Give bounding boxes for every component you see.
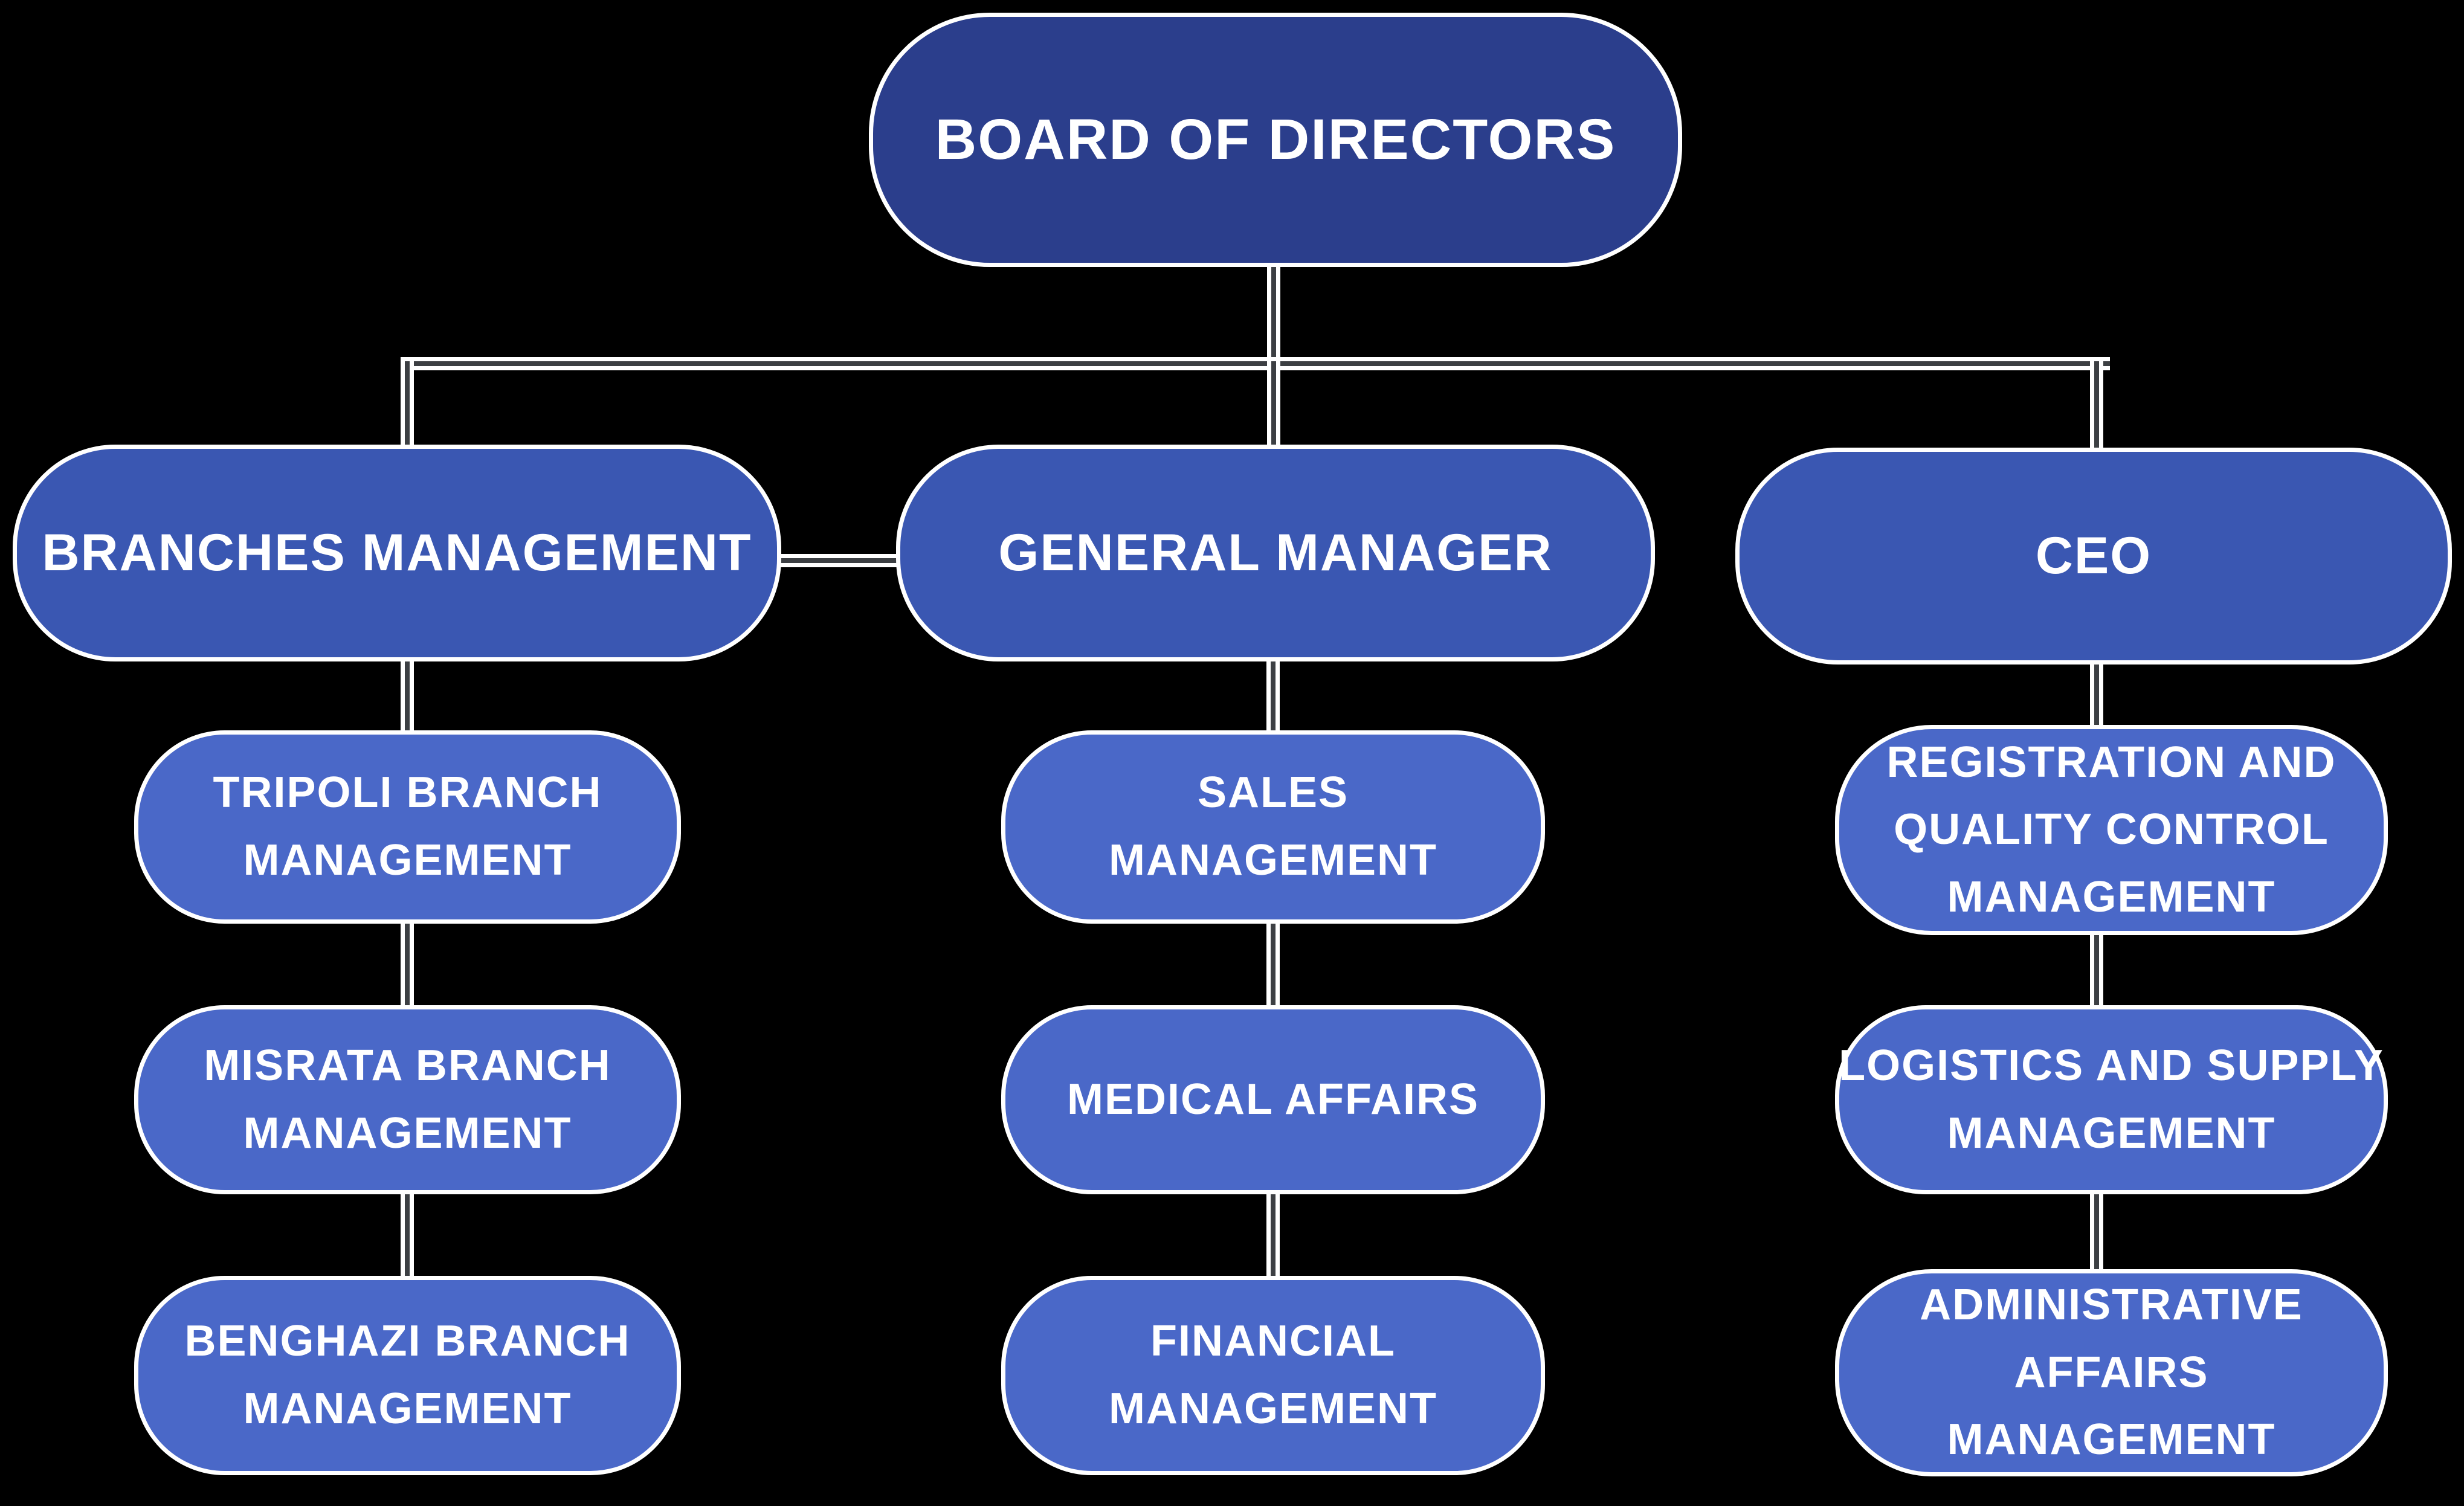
node-administrative-affairs-management: ADMINISTRATIVE AFFAIRS MANAGEMENT <box>1835 1269 2388 1476</box>
connector-tripoli-to-misrata <box>401 918 414 1012</box>
node-logistics-and-supply-management: LOGISTICS AND SUPPLY MANAGEMENT <box>1835 1005 2388 1194</box>
connector-branches-to-general <box>773 554 905 567</box>
node-ceo: CEO <box>1735 448 2452 665</box>
node-financial-management: FINANCIAL MANAGEMENT <box>1001 1276 1545 1475</box>
node-misrata-branch-management: MISRATA BRANCH MANAGEMENT <box>134 1005 681 1194</box>
connector-logistics-to-administrative <box>2090 1188 2103 1276</box>
connector-branches-to-tripoli <box>401 655 414 738</box>
node-general-manager: GENERAL MANAGER <box>896 445 1655 661</box>
connector-ceo-to-registration <box>2090 658 2103 732</box>
node-tripoli-branch-management: TRIPOLI BRANCH MANAGEMENT <box>134 730 681 924</box>
connector-trunk-to-branches <box>401 361 414 452</box>
connector-trunk-to-general <box>1267 361 1280 452</box>
connector-general-to-sales <box>1266 655 1280 738</box>
connector-misrata-to-benghazi <box>401 1188 414 1283</box>
connector-trunk-to-ceo <box>2090 361 2103 455</box>
node-benghazi-branch-management: BENGHAZI BRANCH MANAGEMENT <box>134 1276 681 1475</box>
node-medical-affairs: MEDICAL AFFAIRS <box>1001 1005 1545 1194</box>
connector-board-to-trunk <box>1267 260 1280 368</box>
connector-sales-to-medical <box>1266 918 1280 1012</box>
node-sales-management: SALES MANAGEMENT <box>1001 730 1545 924</box>
connector-trunk-horizontal <box>401 357 2110 370</box>
node-branches-management: BRANCHES MANAGEMENT <box>13 445 781 661</box>
node-board-of-directors: BOARD OF DIRECTORS <box>869 13 1682 267</box>
node-registration-and-quality-control-management: REGISTRATION AND QUALITY CONTROL MANAGEM… <box>1835 725 2388 935</box>
connector-medical-to-financial <box>1266 1188 1280 1283</box>
connector-registration-to-logistics <box>2090 929 2103 1012</box>
